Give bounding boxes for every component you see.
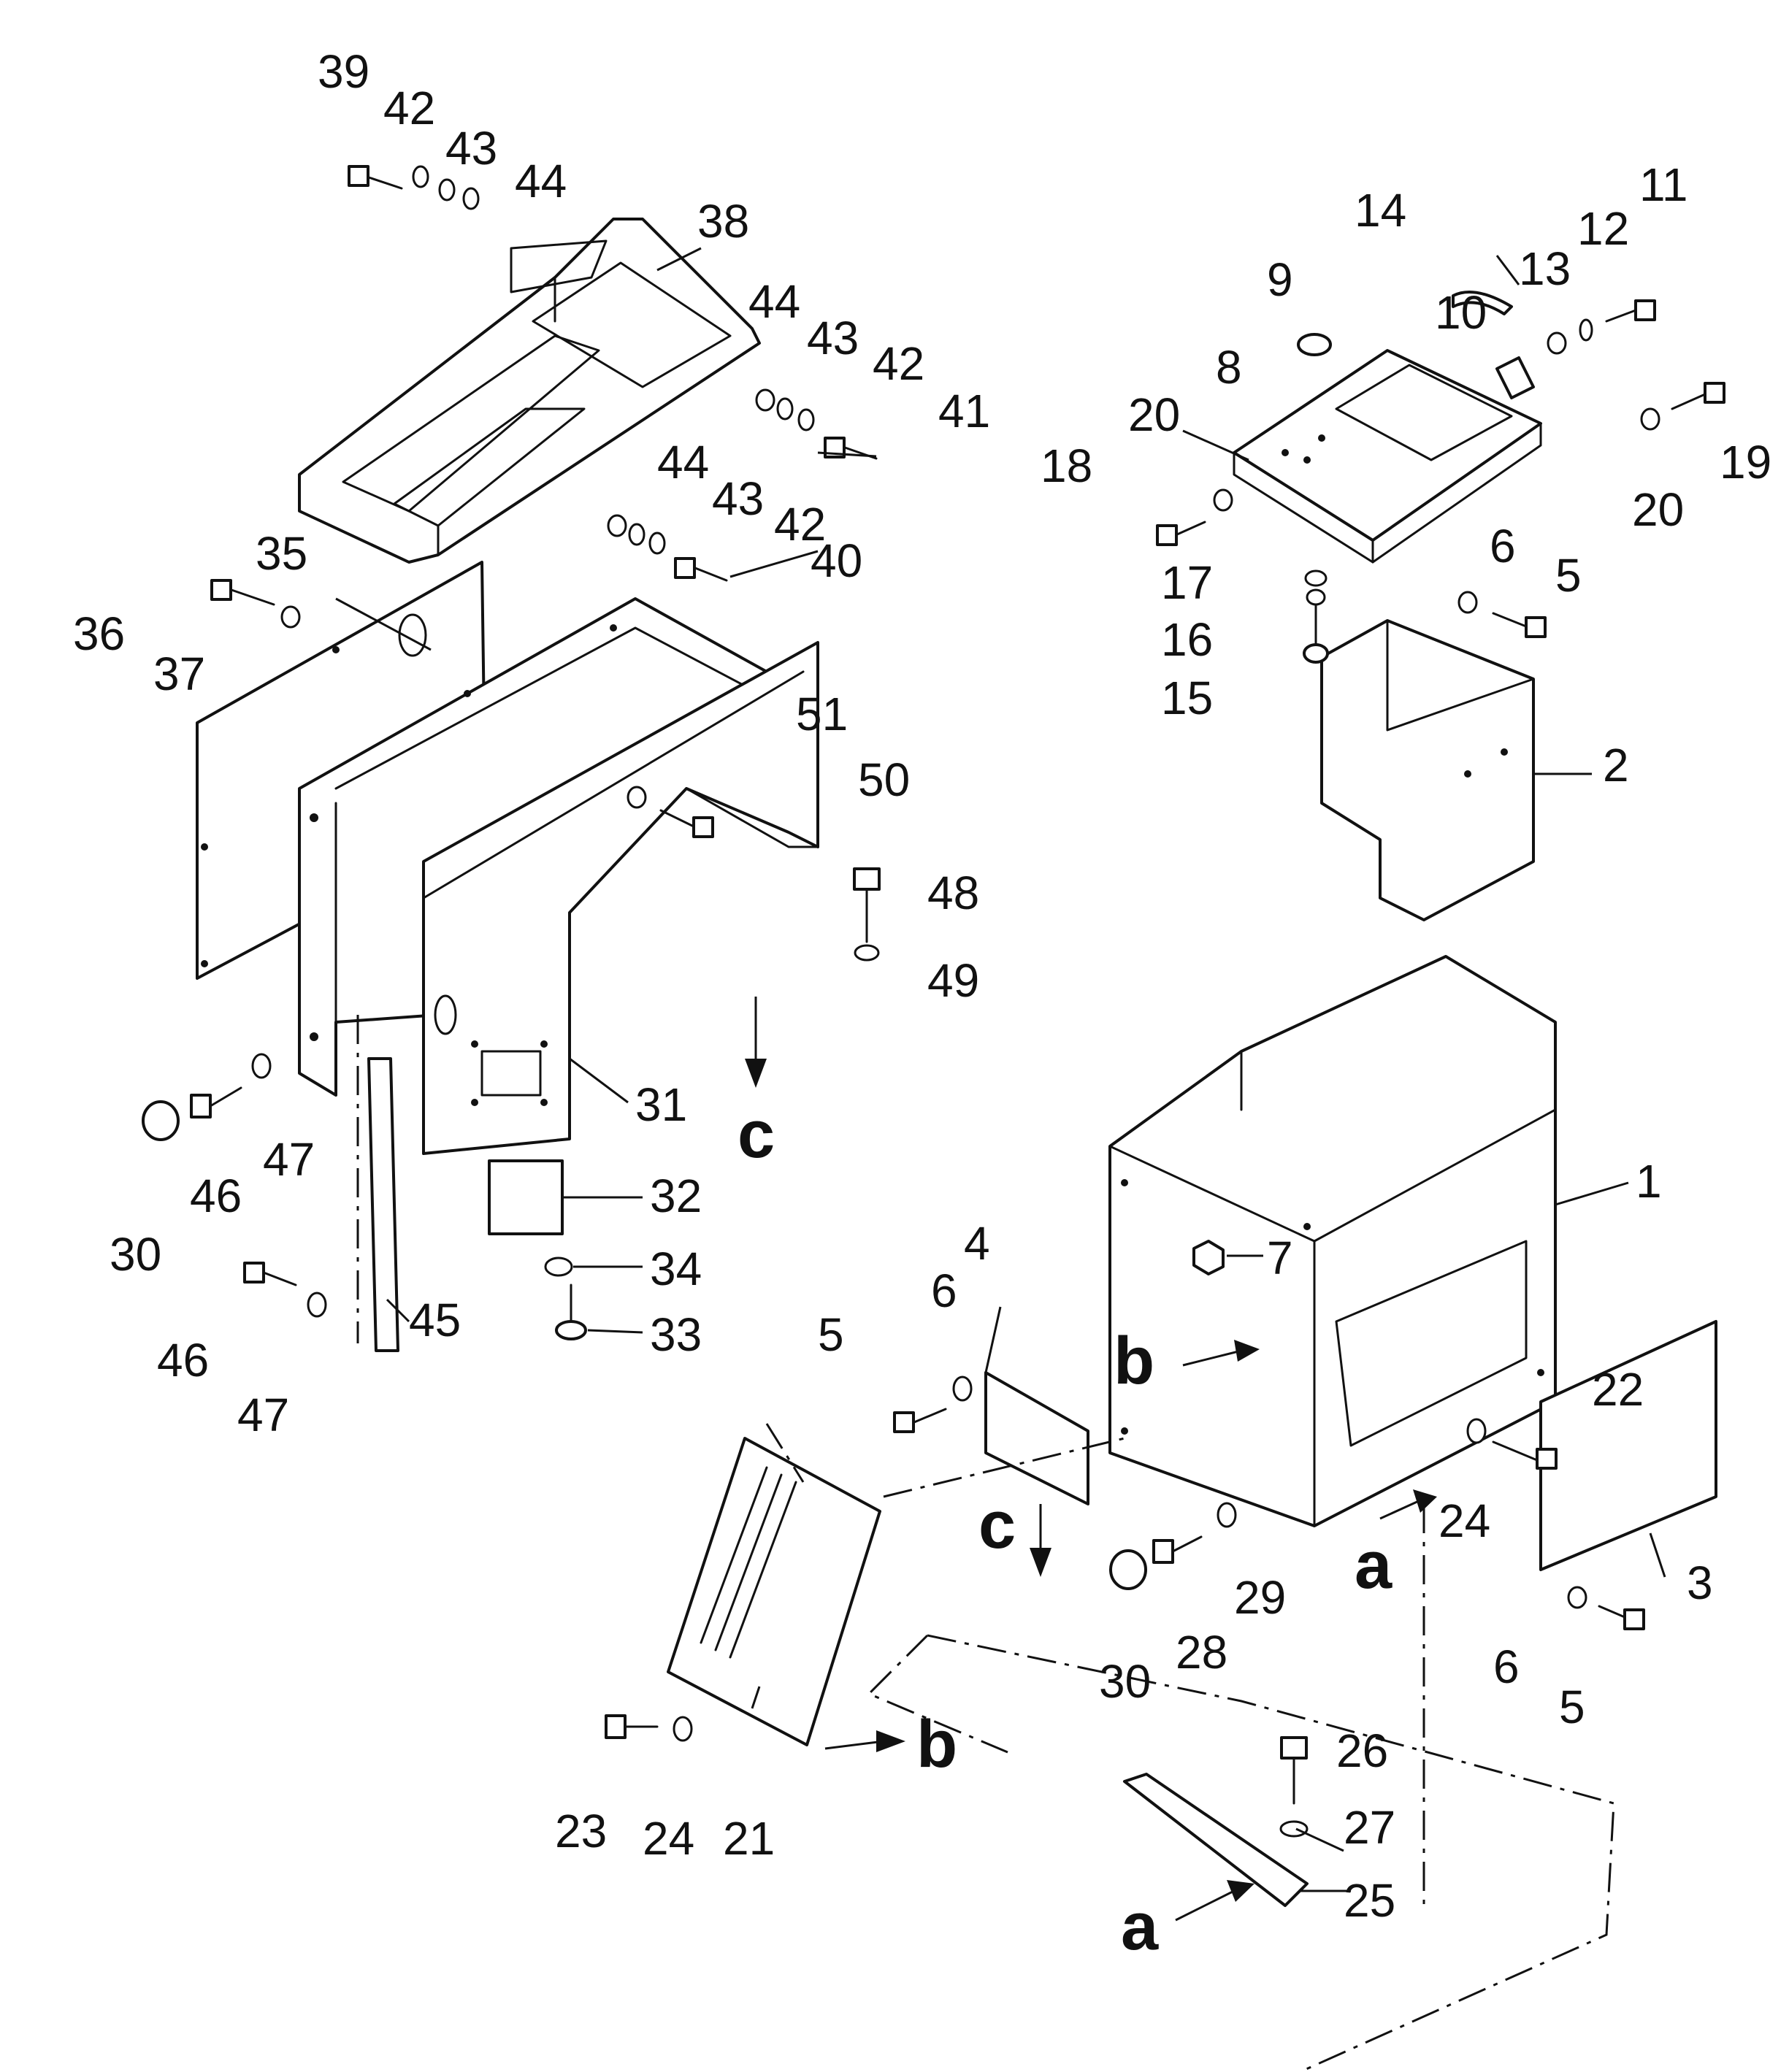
label-2: 2 bbox=[1603, 739, 1629, 791]
label-47-lower: 47 bbox=[237, 1389, 289, 1441]
label-11: 11 bbox=[1639, 158, 1688, 211]
label-17: 17 bbox=[1161, 556, 1213, 609]
ref-c-lower: c bbox=[978, 1488, 1016, 1562]
label-19: 19 bbox=[1720, 436, 1771, 488]
ref-c-upper: c bbox=[738, 1097, 775, 1172]
ref-b-lower: b bbox=[916, 1707, 957, 1781]
label-43-mid: 43 bbox=[712, 472, 764, 525]
reference-labels: c c b b a a bbox=[738, 1097, 1392, 1964]
front-panel-part bbox=[422, 641, 819, 1155]
ref-b-upper: b bbox=[1114, 1324, 1154, 1398]
label-24-lower: 24 bbox=[643, 1812, 694, 1865]
label-27: 27 bbox=[1344, 1801, 1395, 1854]
label-18: 18 bbox=[1041, 440, 1092, 492]
label-20-left: 20 bbox=[1128, 388, 1180, 441]
strip-part bbox=[367, 1057, 399, 1352]
reference-arrows bbox=[745, 997, 1437, 1922]
label-20-right: 20 bbox=[1632, 483, 1684, 536]
label-6-upper: 6 bbox=[1490, 520, 1516, 572]
label-36: 36 bbox=[73, 607, 125, 660]
label-42-mid: 42 bbox=[774, 498, 826, 550]
side-cover-part bbox=[1539, 1320, 1717, 1571]
label-43-top: 43 bbox=[445, 122, 497, 174]
label-30-left: 30 bbox=[110, 1228, 161, 1281]
label-42-right: 42 bbox=[873, 337, 924, 390]
label-35: 35 bbox=[256, 527, 307, 580]
label-44-top: 44 bbox=[515, 155, 567, 207]
label-28: 28 bbox=[1176, 1626, 1227, 1678]
label-51: 51 bbox=[796, 688, 848, 740]
main-stand-part bbox=[1108, 955, 1557, 1527]
floor-outline bbox=[765, 1423, 1615, 2072]
label-38: 38 bbox=[697, 195, 749, 248]
label-44-right: 44 bbox=[748, 275, 800, 328]
front-cover-part bbox=[984, 1371, 1089, 1505]
label-31: 31 bbox=[635, 1078, 687, 1131]
label-41: 41 bbox=[938, 385, 990, 437]
label-49: 49 bbox=[927, 954, 979, 1007]
label-25: 25 bbox=[1344, 1874, 1395, 1927]
label-1: 1 bbox=[1636, 1155, 1662, 1208]
label-3: 3 bbox=[1687, 1557, 1713, 1609]
label-5-left: 5 bbox=[818, 1308, 844, 1361]
cover-plate-part bbox=[488, 1159, 564, 1235]
label-48: 48 bbox=[927, 867, 979, 919]
label-30-lower: 30 bbox=[1099, 1655, 1151, 1708]
label-5-right: 5 bbox=[1559, 1681, 1585, 1733]
label-47-upper: 47 bbox=[263, 1133, 315, 1186]
label-10: 10 bbox=[1435, 286, 1487, 339]
label-33: 33 bbox=[650, 1308, 702, 1361]
label-46-upper: 46 bbox=[190, 1170, 242, 1222]
label-6-left: 6 bbox=[931, 1265, 957, 1317]
label-22: 22 bbox=[1592, 1363, 1644, 1416]
ref-a-lower: a bbox=[1121, 1889, 1159, 1964]
label-26: 26 bbox=[1336, 1724, 1388, 1777]
mount-plate-part bbox=[1123, 1773, 1309, 1907]
label-9: 9 bbox=[1267, 253, 1293, 306]
top-plate-part bbox=[1233, 349, 1542, 564]
label-50: 50 bbox=[858, 753, 910, 806]
label-8: 8 bbox=[1216, 341, 1242, 394]
label-5-upper: 5 bbox=[1555, 549, 1582, 602]
label-42-top: 42 bbox=[383, 82, 435, 134]
fasteners bbox=[142, 165, 1725, 1838]
label-24-right: 24 bbox=[1439, 1494, 1490, 1547]
label-14: 14 bbox=[1355, 184, 1406, 237]
console-cover-part bbox=[298, 218, 761, 564]
label-45: 45 bbox=[409, 1294, 461, 1346]
label-44-mid: 44 bbox=[657, 436, 709, 488]
label-15: 15 bbox=[1161, 672, 1213, 724]
label-32: 32 bbox=[650, 1170, 702, 1222]
label-46-lower: 46 bbox=[157, 1334, 209, 1386]
label-23: 23 bbox=[555, 1805, 607, 1857]
ref-a-upper: a bbox=[1355, 1528, 1392, 1603]
label-12: 12 bbox=[1577, 202, 1629, 255]
label-43-right: 43 bbox=[807, 312, 859, 364]
label-37: 37 bbox=[153, 648, 205, 700]
label-29: 29 bbox=[1234, 1571, 1286, 1624]
label-13: 13 bbox=[1519, 242, 1571, 295]
label-16: 16 bbox=[1161, 613, 1213, 666]
leader-lines bbox=[335, 247, 1666, 1892]
label-34: 34 bbox=[650, 1243, 702, 1295]
label-39: 39 bbox=[318, 45, 369, 98]
relay-box-part bbox=[1320, 619, 1535, 921]
part-labels: 1 2 3 4 5 6 7 8 9 10 11 12 13 14 15 16 1… bbox=[73, 45, 1771, 1927]
label-4: 4 bbox=[964, 1217, 990, 1270]
label-6-right: 6 bbox=[1493, 1641, 1520, 1693]
label-40: 40 bbox=[811, 534, 862, 587]
label-21: 21 bbox=[723, 1812, 775, 1865]
label-7: 7 bbox=[1267, 1232, 1293, 1284]
lower-panel-part bbox=[667, 1437, 881, 1746]
